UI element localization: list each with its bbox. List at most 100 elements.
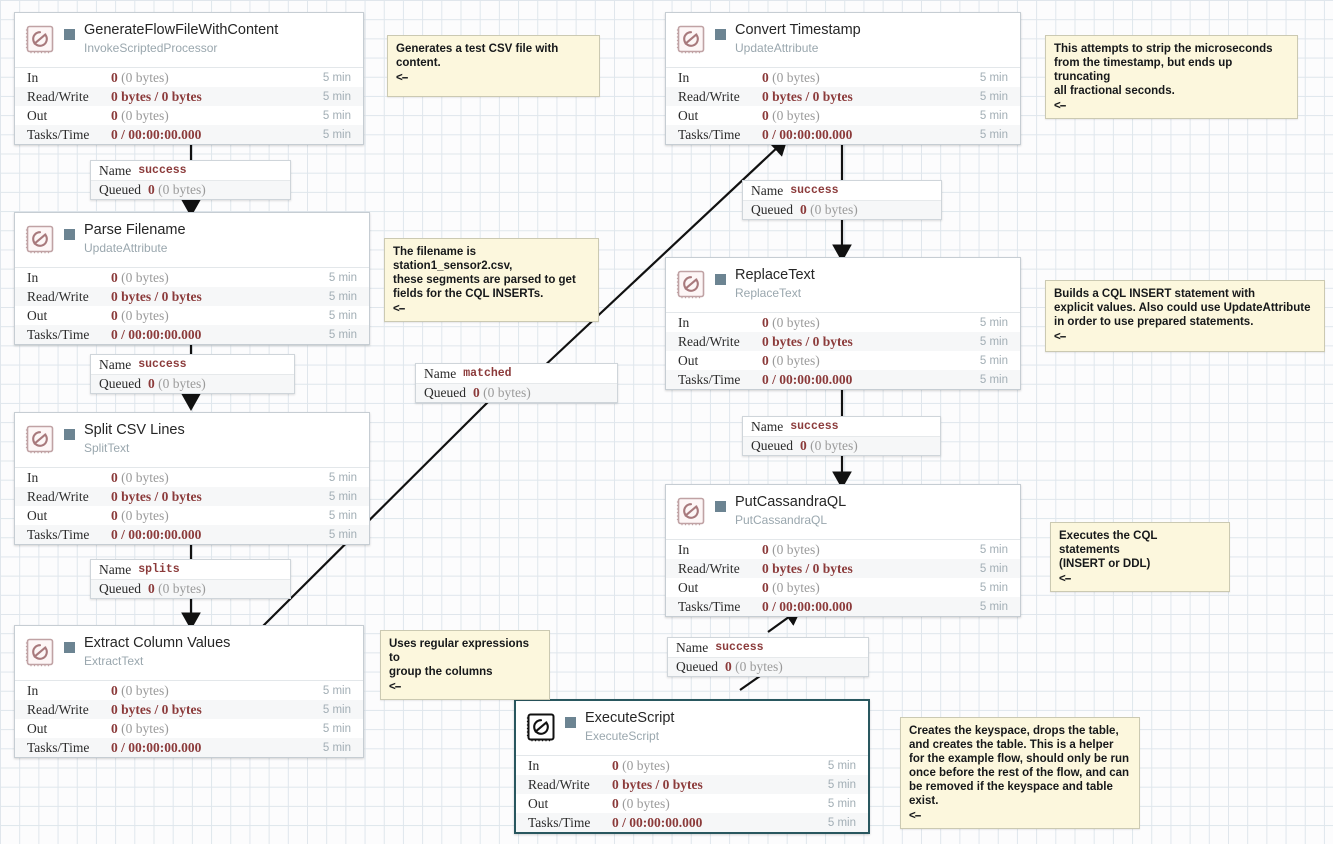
- sticky-note-note-executescript[interactable]: Creates the keyspace, drops the table,an…: [900, 717, 1140, 829]
- connection-queued-value: 0 (0 bytes): [472, 385, 531, 400]
- processor-type: PutCassandraQL: [735, 513, 828, 527]
- stat-row: Read/Write 0 bytes / 0 bytes 5 min: [15, 700, 363, 719]
- processor-generateflowfilewithcontent[interactable]: GenerateFlowFileWithContent InvokeScript…: [14, 12, 364, 145]
- stat-row: Tasks/Time 0 / 00:00:00.000 5 min: [516, 813, 868, 832]
- connection-queued-value: 0 (0 bytes): [799, 438, 858, 453]
- connection-label-conn-success-replace-put[interactable]: Name success Queued 0 (0 bytes): [742, 416, 941, 456]
- stat-time-in: 5 min: [827, 759, 856, 772]
- sticky-note-note-generate[interactable]: Generates a test CSV file with content. <…: [387, 35, 600, 97]
- stat-label-in: In: [27, 69, 39, 85]
- processor-extract-column-values[interactable]: Extract Column Values ExtractText In 0 (…: [14, 625, 364, 758]
- processor-header: GenerateFlowFileWithContent InvokeScript…: [15, 13, 363, 67]
- stat-label-out: Out: [27, 107, 48, 123]
- stat-row: Tasks/Time 0 / 00:00:00.000 5 min: [666, 370, 1020, 389]
- connection-name-row: Name success: [91, 355, 294, 374]
- stat-value-readwrite: 0 bytes / 0 bytes: [612, 776, 703, 792]
- connection-name-label: Name: [99, 561, 132, 577]
- note-marker: <--: [396, 72, 408, 84]
- processor-icon: [25, 424, 55, 454]
- connection-queued-label: Queued: [99, 182, 141, 197]
- stat-row: In 0 (0 bytes) 5 min: [15, 68, 363, 87]
- connection-name-row: Name splits: [91, 560, 290, 579]
- connection-label-conn-success-execute-put[interactable]: Name success Queued 0 (0 bytes): [667, 637, 869, 677]
- stat-row: Out 0 (0 bytes) 5 min: [516, 794, 868, 813]
- note-marker: <--: [393, 303, 405, 315]
- stat-time-out: 5 min: [328, 309, 357, 322]
- processor-name: ReplaceText: [735, 267, 815, 283]
- stat-time-tasks: 5 min: [322, 741, 351, 754]
- stat-value-out: 0 (0 bytes): [762, 107, 820, 123]
- note-line: group the columns: [389, 666, 493, 678]
- stat-time-readwrite: 5 min: [322, 90, 351, 103]
- note-line: fields for the CQL INSERTs.: [393, 288, 544, 300]
- note-line: Generates a test CSV file with content.: [396, 43, 559, 69]
- sticky-note-note-putcassandraql[interactable]: Executes the CQL statements(INSERT or DD…: [1050, 522, 1230, 592]
- connection-queued-label: Queued: [751, 438, 793, 453]
- note-line: The filename is station1_sensor2.csv,: [393, 246, 513, 272]
- stat-time-in: 5 min: [979, 543, 1008, 556]
- stat-row: Tasks/Time 0 / 00:00:00.000 5 min: [666, 125, 1020, 144]
- connection-relationship: success: [790, 420, 839, 433]
- stat-label-out: Out: [678, 579, 699, 595]
- connection-label-conn-success-generate-parse[interactable]: Name success Queued 0 (0 bytes): [90, 160, 291, 200]
- processor-stats: In 0 (0 bytes) 5 min Read/Write 0 bytes …: [15, 680, 363, 757]
- processor-stats: In 0 (0 bytes) 5 min Read/Write 0 bytes …: [516, 755, 868, 832]
- processor-split-csv-lines[interactable]: Split CSV Lines SplitText In 0 (0 bytes)…: [14, 412, 370, 545]
- stat-value-in: 0 (0 bytes): [762, 314, 820, 330]
- stat-label-out: Out: [27, 507, 48, 523]
- note-line: all fractional seconds.: [1054, 85, 1175, 97]
- stat-label-tasks: Tasks/Time: [27, 526, 90, 542]
- connection-queued-row: Queued 0 (0 bytes): [91, 180, 290, 199]
- processor-stats: In 0 (0 bytes) 5 min Read/Write 0 bytes …: [666, 539, 1020, 616]
- stat-value-out: 0 (0 bytes): [762, 579, 820, 595]
- connection-relationship: splits: [138, 563, 180, 576]
- processor-name: GenerateFlowFileWithContent: [84, 22, 279, 38]
- processor-convert-timestamp[interactable]: Convert Timestamp UpdateAttribute In 0 (…: [665, 12, 1021, 145]
- processor-icon: [526, 712, 556, 742]
- stat-value-readwrite: 0 bytes / 0 bytes: [762, 333, 853, 349]
- stat-label-readwrite: Read/Write: [27, 288, 89, 304]
- note-line: (INSERT or DDL): [1059, 558, 1151, 570]
- stat-time-tasks: 5 min: [322, 128, 351, 141]
- connection-queued-label: Queued: [676, 659, 718, 674]
- stat-label-out: Out: [27, 307, 48, 323]
- connection-label-conn-matched-extract-convert[interactable]: Name matched Queued 0 (0 bytes): [415, 363, 618, 403]
- processor-replacetext[interactable]: ReplaceText ReplaceText In 0 (0 bytes) 5…: [665, 257, 1021, 390]
- stat-time-tasks: 5 min: [979, 600, 1008, 613]
- processor-type: ExtractText: [84, 654, 144, 668]
- processor-putcassandraql[interactable]: PutCassandraQL PutCassandraQL In 0 (0 by…: [665, 484, 1021, 617]
- stat-row: Out 0 (0 bytes) 5 min: [15, 306, 369, 325]
- processor-executescript[interactable]: ExecuteScript ExecuteScript In 0 (0 byte…: [514, 699, 870, 834]
- note-line: explicit values. Also could use UpdateAt…: [1054, 302, 1311, 314]
- stat-value-tasks: 0 / 00:00:00.000: [612, 814, 703, 830]
- connection-queued-value: 0 (0 bytes): [147, 581, 206, 596]
- sticky-note-note-parse-filename[interactable]: The filename is station1_sensor2.csv,the…: [384, 238, 599, 322]
- stat-value-out: 0 (0 bytes): [612, 795, 670, 811]
- connection-relationship: success: [138, 164, 187, 177]
- connection-label-conn-success-convert-replace[interactable]: Name success Queued 0 (0 bytes): [742, 180, 942, 220]
- connection-relationship: success: [138, 358, 187, 371]
- processor-type: UpdateAttribute: [84, 241, 168, 255]
- connection-queued-label: Queued: [99, 376, 141, 391]
- processor-icon: [676, 269, 706, 299]
- stat-time-tasks: 5 min: [979, 373, 1008, 386]
- stat-time-tasks: 5 min: [328, 328, 357, 341]
- connection-queued-value: 0 (0 bytes): [147, 182, 206, 197]
- stopped-status-icon: [64, 429, 75, 440]
- stat-label-tasks: Tasks/Time: [678, 598, 741, 614]
- connection-relationship: success: [790, 184, 839, 197]
- connection-label-conn-success-parse-split[interactable]: Name success Queued 0 (0 bytes): [90, 354, 295, 394]
- processor-stats: In 0 (0 bytes) 5 min Read/Write 0 bytes …: [15, 67, 363, 144]
- stat-time-out: 5 min: [827, 797, 856, 810]
- stat-label-out: Out: [678, 107, 699, 123]
- connection-queued-value: 0 (0 bytes): [724, 659, 783, 674]
- processor-stats: In 0 (0 bytes) 5 min Read/Write 0 bytes …: [666, 67, 1020, 144]
- processor-parse-filename[interactable]: Parse Filename UpdateAttribute In 0 (0 b…: [14, 212, 370, 345]
- stat-label-in: In: [27, 269, 39, 285]
- stat-value-tasks: 0 / 00:00:00.000: [762, 371, 853, 387]
- connection-label-conn-splits-split-extract[interactable]: Name splits Queued 0 (0 bytes): [90, 559, 291, 599]
